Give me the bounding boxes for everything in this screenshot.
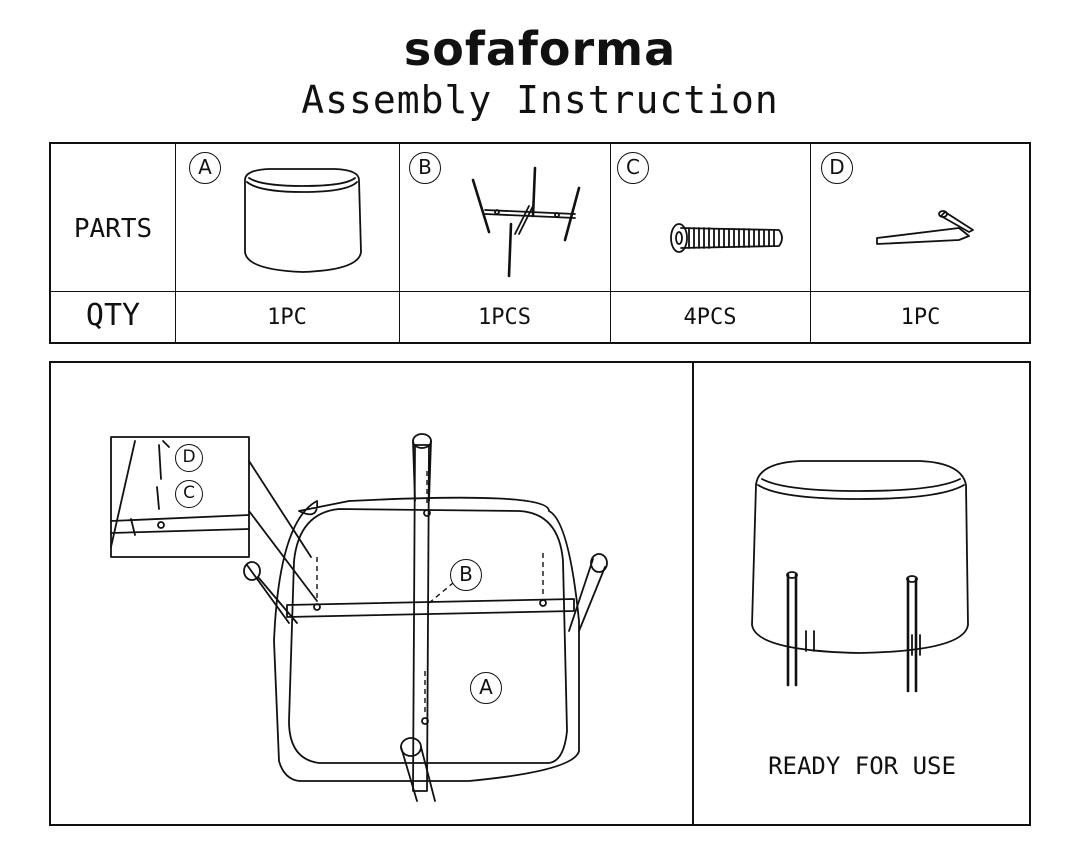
assembly-illustration	[110, 433, 608, 802]
allen-key-icon	[876, 210, 974, 245]
ready-caption: READY FOR USE	[768, 752, 956, 780]
table-divider	[51, 291, 1029, 292]
bolt-icon	[670, 223, 783, 253]
part-d-qty: 1PC	[900, 305, 941, 330]
assembled-ottoman-icon	[751, 460, 969, 693]
part-b-label: B	[409, 152, 441, 184]
page-title: Assembly Instruction	[301, 78, 779, 122]
brand-logo: sofaforma	[403, 22, 677, 76]
part-c-qty: 4PCS	[683, 305, 737, 330]
part-d-label: D	[821, 152, 853, 184]
ottoman-cushion-icon	[244, 168, 362, 273]
table-divider	[175, 144, 176, 342]
detail-label-d: D	[175, 444, 203, 472]
part-a-label: A	[189, 152, 221, 184]
parts-row-label: PARTS	[73, 214, 153, 244]
table-divider	[810, 144, 811, 342]
metal-frame-icon	[471, 166, 581, 278]
part-a-qty: 1PC	[267, 305, 307, 330]
result-panel	[692, 361, 1031, 826]
qty-row-label: QTY	[85, 298, 141, 333]
table-divider	[399, 144, 400, 342]
parts-table: PARTS QTY A B C D 1PC 1PCS 4PCS 1PC	[49, 142, 1031, 344]
part-c-label: C	[617, 152, 649, 184]
table-divider	[610, 144, 611, 342]
part-b-qty: 1PCS	[478, 305, 531, 330]
seat-label: A	[470, 672, 502, 704]
detail-label-c: C	[175, 480, 203, 508]
frame-label: B	[450, 559, 482, 591]
